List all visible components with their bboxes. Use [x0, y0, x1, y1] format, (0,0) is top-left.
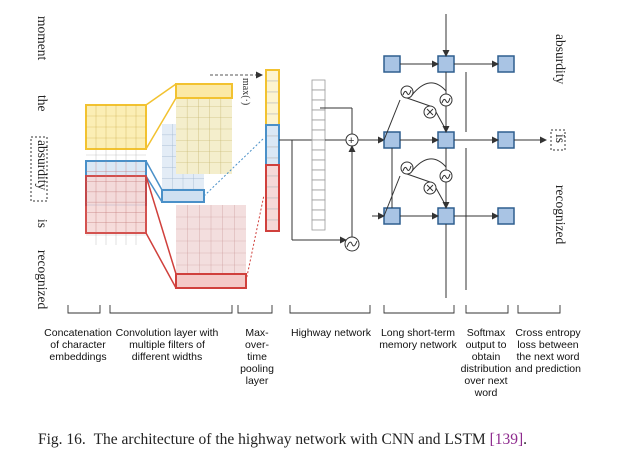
conv-blue-row [161, 189, 205, 203]
connector-blue-bottom [145, 175, 163, 203]
conv-red-row [175, 273, 247, 289]
caption-reference: [139] [489, 431, 524, 448]
conv-yellow-row [175, 83, 233, 99]
output-is-box [550, 129, 566, 151]
lstm-mult-2 [423, 181, 437, 195]
bracket-6 [517, 305, 561, 314]
pooled-vector [265, 69, 280, 232]
pooled-blue [265, 124, 280, 170]
output-word-recognized: recognized [553, 185, 568, 244]
lstm-curve-1 [411, 82, 447, 96]
lstm-m1-line [435, 111, 447, 131]
highway-gate-sigmoid [346, 240, 358, 248]
lstm-gate-2 [439, 93, 453, 107]
absurdity-highlight-box [30, 136, 48, 202]
highway-network: + [279, 79, 385, 252]
label-max-pooling: Max- over- time pooling layer [240, 327, 274, 387]
lstm-mid-cell [437, 131, 455, 149]
lstm-mid-out [497, 131, 515, 149]
lstm-mult-1 [423, 105, 437, 119]
label-cross-entropy: Cross entropy loss between the next word… [515, 327, 581, 375]
lstm-gate-3 [400, 161, 414, 175]
max-pooling-op-label: max(·) [240, 78, 251, 105]
embedding-yellow-grid [86, 105, 146, 149]
stage-brackets [67, 305, 561, 314]
lstm-bot-cell [437, 207, 455, 225]
input-word-absurdity: absurdity [35, 140, 50, 190]
input-word-recognized: recognized [35, 250, 50, 309]
pooled-yellow [265, 69, 280, 126]
lstm-top-mid [437, 55, 455, 73]
figure-caption: Fig. 16. The architecture of the highway… [38, 431, 618, 449]
bracket-1 [109, 305, 233, 314]
lstm-top-right [497, 55, 515, 73]
lstm-in-g1 [383, 99, 401, 141]
connector-red-bottom [145, 232, 177, 289]
bracket-4 [383, 305, 455, 314]
embedding-red-grid [86, 161, 146, 233]
label-concatenation: Concatenation of character embeddings [44, 327, 112, 363]
label-highway-network: Highway network [291, 327, 371, 339]
input-word-the: the [35, 95, 50, 112]
highway-sum-symbol: + [348, 135, 354, 147]
character-embeddings [85, 104, 147, 245]
connector-red-top [145, 175, 177, 275]
caption-end: . [523, 431, 528, 448]
connector-blue-top [145, 160, 163, 191]
bracket-5 [465, 305, 509, 314]
highway-vector [311, 79, 326, 231]
lstm-network [372, 14, 547, 298]
bracket-3 [289, 305, 371, 314]
bracket-2 [237, 305, 273, 314]
label-lstm: Long short-term memory network [379, 327, 457, 351]
lstm-g1-line [406, 97, 431, 107]
input-word-moment: moment [35, 16, 50, 60]
lstm-top-left [383, 55, 401, 73]
lstm-g3-line [406, 173, 431, 183]
lstm-bot-out [497, 207, 515, 225]
caption-prefix: Fig. 16. [38, 431, 86, 448]
pool-link-blue [203, 137, 265, 197]
connector-yellow-top [145, 83, 177, 106]
convolution-feature-maps [161, 83, 247, 289]
bracket-0 [67, 305, 101, 314]
connector-yellow-bottom [145, 97, 177, 150]
output-word-is: is [553, 134, 568, 143]
filter-connectors [145, 83, 265, 289]
pooled-red [265, 164, 280, 232]
caption-text: The architecture of the highway network … [93, 431, 486, 448]
label-convolution: Convolution layer with multiple filters … [115, 327, 219, 363]
input-word-is: is [35, 219, 50, 228]
output-word-absurdity: absurdity [553, 34, 568, 84]
label-softmax: Softmax output to obtain distribution ov… [460, 327, 512, 399]
lstm-gate-1 [400, 85, 414, 99]
lstm-curve-2 [411, 158, 447, 172]
lstm-m2-line [435, 187, 447, 207]
pool-link-red [245, 194, 265, 282]
lstm-gate-4 [439, 169, 453, 183]
